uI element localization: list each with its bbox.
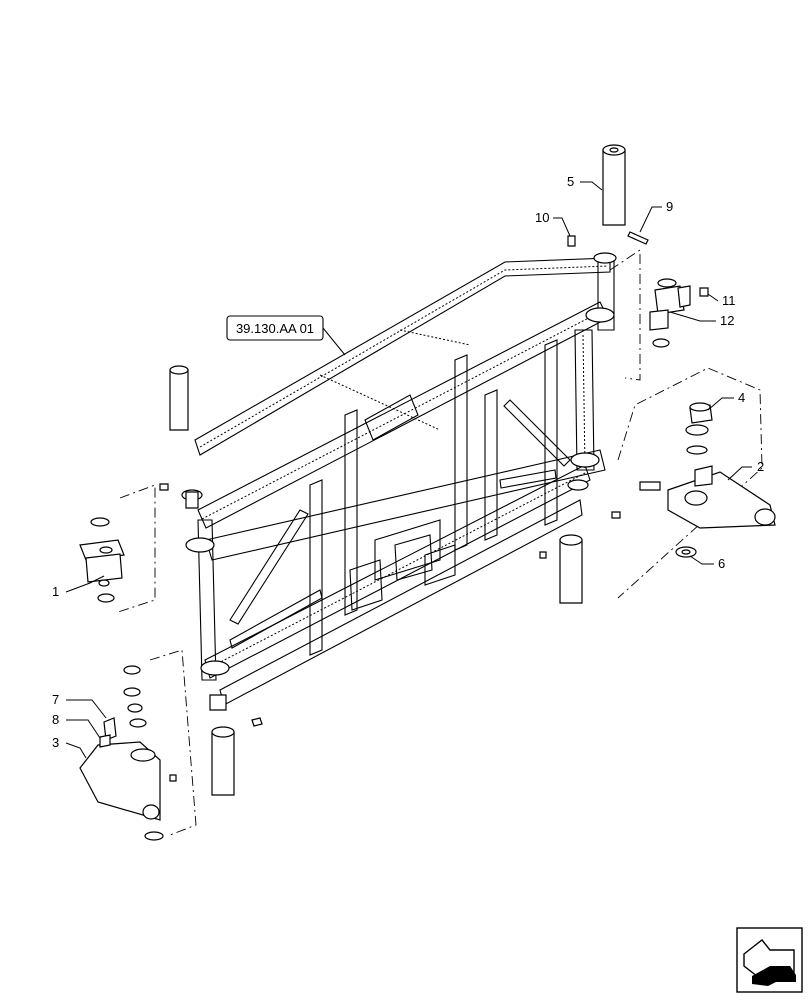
callout-6[interactable]: 6	[689, 555, 725, 571]
callout-11[interactable]: 11	[707, 293, 736, 308]
part-2-arm	[639, 465, 776, 529]
callout-1[interactable]: 1	[52, 575, 105, 599]
frame-pins	[169, 365, 583, 796]
callout-5[interactable]: 5	[567, 174, 603, 191]
part-4-bushing	[685, 402, 713, 455]
part-8-nut	[99, 734, 111, 748]
assembly-lower-left-phantom	[149, 649, 197, 836]
callout-8[interactable]: 8	[52, 712, 101, 739]
callout-4-text: 4	[738, 390, 745, 405]
assembly-left-phantom	[117, 484, 156, 613]
callout-1-text: 1	[52, 584, 59, 599]
callout-7-text: 7	[52, 692, 59, 707]
callout-5-text: 5	[567, 174, 574, 189]
callout-2-text: 2	[757, 459, 764, 474]
callout-11-text: 11	[722, 293, 736, 308]
part-3-bracket	[79, 665, 164, 841]
callout-12[interactable]: 12	[669, 311, 734, 328]
part-5-pin	[602, 144, 626, 226]
reference-label-text: 39.130.AA 01	[236, 321, 314, 336]
part-7-bolt	[103, 717, 117, 741]
part-6-washer	[675, 546, 697, 558]
part-1-hinge	[79, 517, 125, 603]
callout-6-text: 6	[718, 556, 725, 571]
part-11-nut	[699, 287, 709, 297]
callout-12-text: 12	[720, 313, 734, 328]
callout-8-text: 8	[52, 712, 59, 727]
part-12-bracket-assembly	[609, 249, 691, 381]
callout-4[interactable]: 4	[707, 390, 745, 411]
page-turn-arrow-icon[interactable]	[736, 927, 803, 993]
callout-10-text: 10	[535, 210, 549, 225]
part-9-roll-pin	[627, 231, 649, 245]
callout-3[interactable]: 3	[52, 735, 87, 759]
callout-9-text: 9	[666, 199, 673, 214]
callout-9[interactable]: 9	[639, 199, 673, 233]
small-fasteners	[159, 483, 621, 782]
callout-3-text: 3	[52, 735, 59, 750]
callout-7[interactable]: 7	[52, 692, 107, 719]
reference-label-box[interactable]: 39.130.AA 01	[226, 315, 346, 356]
callout-2[interactable]: 2	[727, 459, 764, 481]
callout-10[interactable]: 10	[535, 210, 571, 237]
part-10-bolt	[567, 235, 576, 247]
